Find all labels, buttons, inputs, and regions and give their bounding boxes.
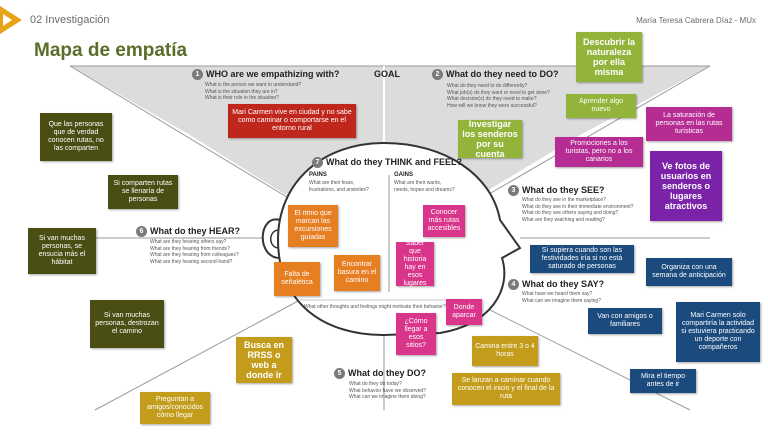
do-questions: What do they do today?What behavior have… xyxy=(349,381,426,401)
ear-icon xyxy=(261,218,281,259)
sticky-note[interactable]: Camina entre 3 o 4 horas xyxy=(472,336,538,366)
logo-icon-inner xyxy=(3,14,12,26)
sticky-note[interactable]: Ve fotos de usuarios en senderos o lugar… xyxy=(650,151,722,221)
sticky-note[interactable]: Van con amigos o familiares xyxy=(588,308,662,334)
hear-questions: What are they hearing others say?What ar… xyxy=(150,239,239,265)
say-questions: What have we heard them say?What can we … xyxy=(522,291,601,304)
sticky-note[interactable]: Mari Carmen solo compartiría la activida… xyxy=(676,302,760,362)
sticky-note[interactable]: Promociones a los turistas, pero no a lo… xyxy=(555,137,643,167)
divider-bottom-left xyxy=(94,299,301,411)
sticky-note[interactable]: Descubrir la naturaleza por ella misma xyxy=(576,32,642,82)
sticky-note[interactable]: Conocer más rutas accesibles xyxy=(423,205,465,237)
divider-top-left xyxy=(69,65,301,206)
think-other-question: What other thoughts and feelings might m… xyxy=(304,304,446,310)
sticky-note[interactable]: ¿Cómo llegar a esos sitios? xyxy=(396,313,436,355)
page-title: Mapa de empatía xyxy=(34,40,188,61)
sticky-note[interactable]: Investigar los senderos por su cuenta xyxy=(458,119,522,159)
goal-area xyxy=(70,66,710,210)
sticky-note[interactable]: Mira el tiempo antes de ir xyxy=(630,369,696,393)
sticky-note[interactable]: Encontrar basura en el camino xyxy=(334,255,380,291)
sticky-note[interactable]: Aprender algo nuevo xyxy=(566,94,636,118)
sticky-note[interactable]: La saturación de personas en las rutas t… xyxy=(646,107,732,141)
sticky-note[interactable]: Si supiera cuando son las festividades i… xyxy=(530,245,634,273)
sticky-note[interactable]: Preguntan a amigos/conocidos cómo llegar xyxy=(140,392,210,424)
need-questions: What do they need to do differently?What… xyxy=(447,83,550,109)
gains-title: GAINS xyxy=(394,172,414,178)
sticky-note[interactable]: Si van muchas personas, destrozan el cam… xyxy=(90,300,164,348)
sticky-note[interactable]: Si van muchas personas, se ensucia más e… xyxy=(28,228,96,274)
sticky-note[interactable]: Busca en RRSS o web a donde ir xyxy=(236,337,292,383)
section-label: 02 Investigación xyxy=(30,14,110,26)
see-questions: What do they see in the marketplace?What… xyxy=(522,197,634,223)
sticky-note[interactable]: Organiza con una semana de anticipación xyxy=(646,258,732,286)
sticky-note[interactable]: Mari Carmen vive en ciudad y no sabe com… xyxy=(228,104,356,138)
ear-inner-icon xyxy=(270,229,280,249)
pains-questions: What are their fears,frustrations, and a… xyxy=(309,180,369,193)
sticky-note[interactable]: Si comparten rutas se llenaría de person… xyxy=(108,175,178,209)
pains-title: PAINS xyxy=(309,172,327,178)
sticky-note[interactable]: El ritmo que marcan las excursiones guia… xyxy=(288,205,338,247)
sticky-note[interactable]: Que las personas que de verdad conocen r… xyxy=(40,113,112,161)
author-label: María Teresa Cabrera Díaz - MUx xyxy=(636,16,756,25)
gains-questions: What are their wants,needs, hopes and dr… xyxy=(394,180,455,193)
goal-label: GOAL xyxy=(374,69,400,79)
who-questions: What is the person we want to understand… xyxy=(205,82,302,102)
sticky-note[interactable]: Falta de señalética xyxy=(274,262,320,296)
sticky-note[interactable]: Saber que historia hay en esos lugares xyxy=(396,240,434,287)
divider-top-right xyxy=(469,65,711,206)
sticky-note[interactable]: Se lanzan a caminar cuando conocen el in… xyxy=(452,373,560,405)
sticky-note[interactable]: Donde aparcar xyxy=(446,299,482,325)
